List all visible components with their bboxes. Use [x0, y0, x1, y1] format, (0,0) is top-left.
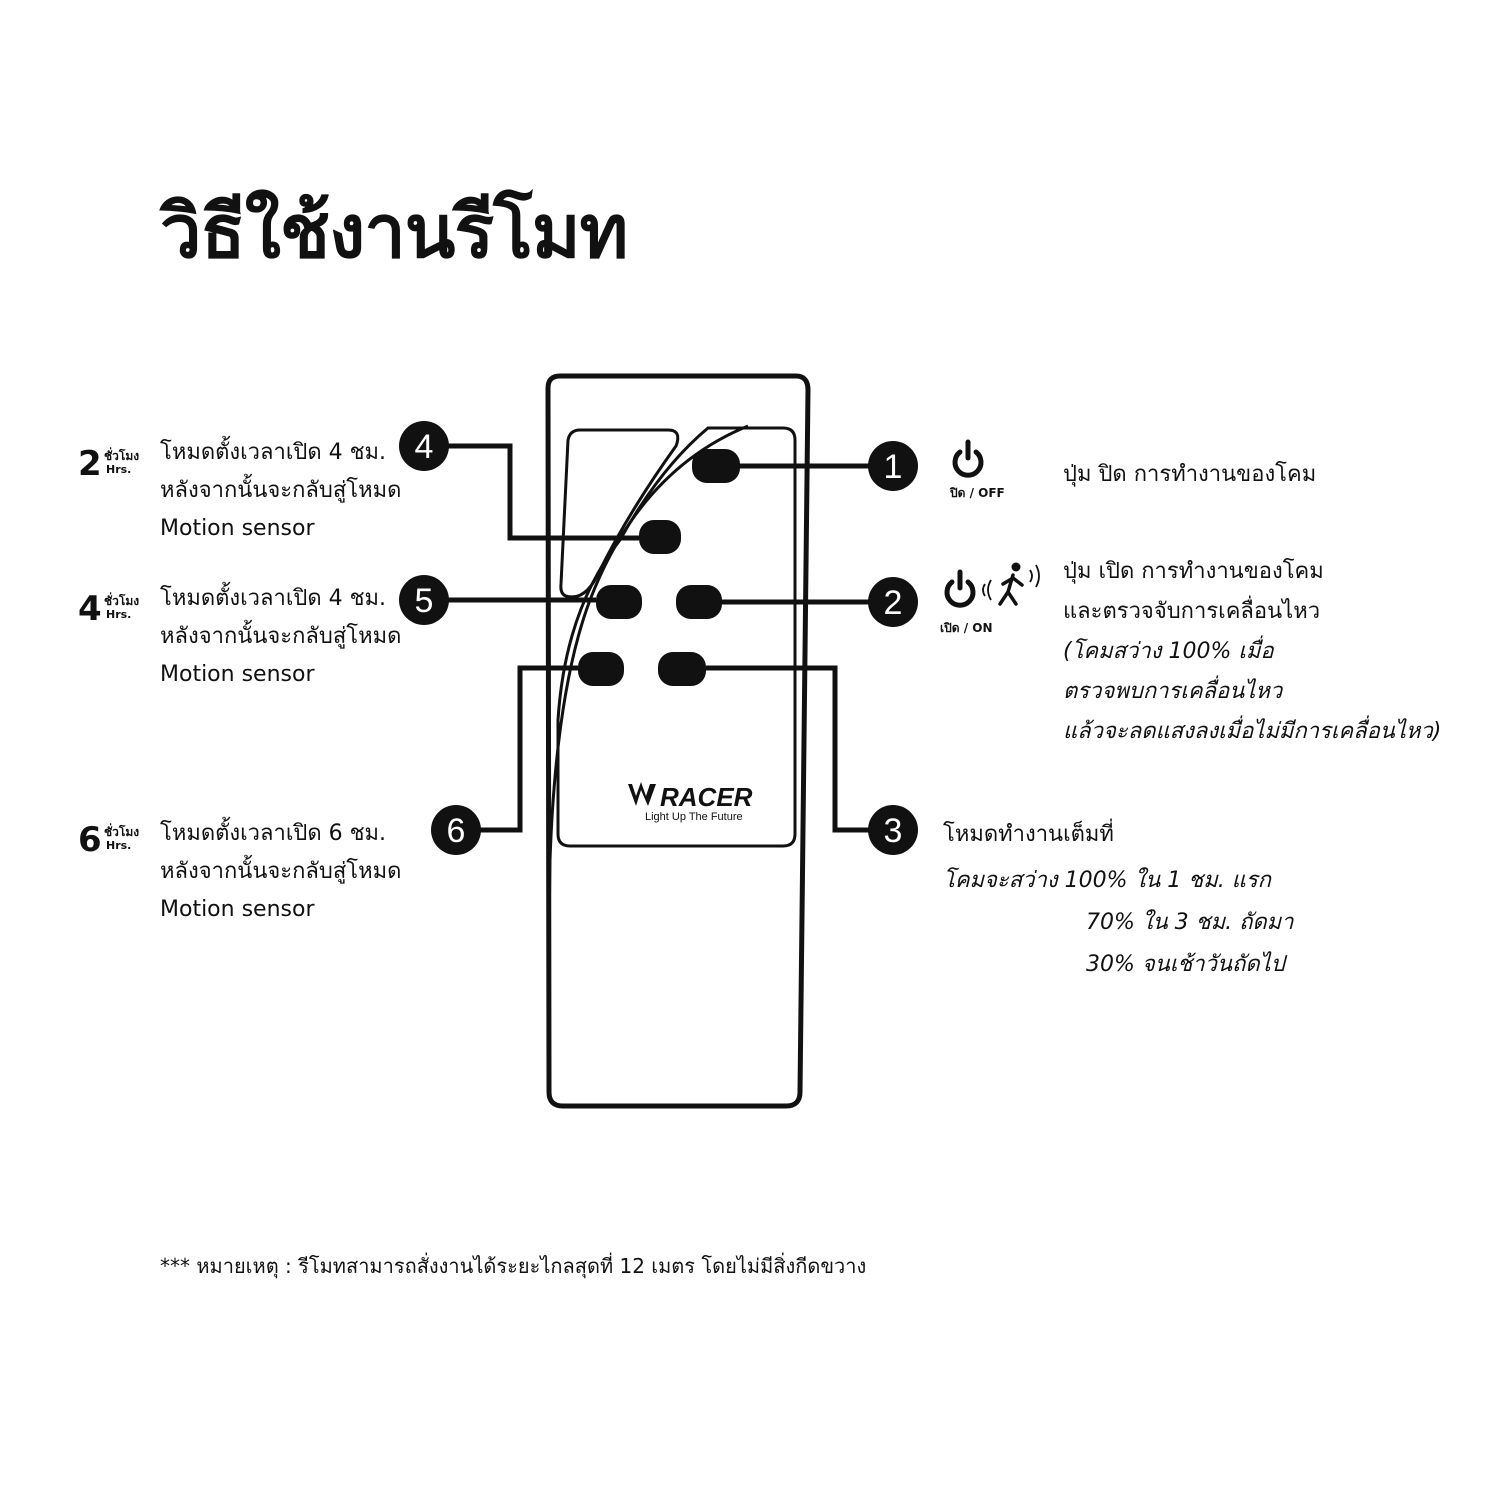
remote-outline: [545, 373, 811, 1109]
hours-en: Hrs.: [106, 839, 132, 852]
hours-en: Hrs.: [106, 463, 132, 476]
description-line: ปุ่ม ปิด การทำงานของโคม: [1063, 462, 1317, 487]
hours-th: ชั่วโมง: [104, 825, 140, 839]
description-line: โหมดตั้งเวลาเปิด 4 ชม.: [160, 586, 387, 611]
remote-window: [559, 428, 680, 599]
remote-button-2: [676, 585, 722, 619]
badge-2-label: 2: [884, 584, 903, 622]
remote-button-1: [692, 449, 740, 483]
description-line: โหมดตั้งเวลาเปิด 4 ชม.: [160, 440, 387, 465]
callout-3-line-2: 70% ใน 3 ชม. ถัดมา: [1086, 910, 1294, 935]
badge-5: 5: [399, 575, 449, 625]
badge-6: 6: [431, 805, 481, 855]
brand-tagline: Light Up The Future: [645, 811, 743, 823]
description-line: แล้วจะลดแสงลงเมื่อไม่มีการเคลื่อนไหว): [1063, 719, 1442, 744]
page-title: วิธีใช้งานรีโมท: [160, 189, 628, 275]
callout-5-description: โหมดตั้งเวลาเปิด 4 ชม. หลังจากนั้นจะกลับ…: [160, 580, 401, 694]
connector-lines: [425, 443, 890, 833]
racer-logo: RACER Light Up The Future: [628, 782, 753, 823]
description-line: หลังจากนั้นจะกลับสู่โหมด: [160, 859, 402, 884]
callout-3-line-3: 30% จนเช้าวันถัดไป: [1086, 952, 1285, 977]
callout-3-line-1: โคมจะสว่าง 100% ใน 1 ชม. แรก: [943, 868, 1272, 893]
hours-number: 2: [78, 444, 102, 484]
description-line: ปุ่ม เปิด การทำงานของโคม: [1063, 559, 1324, 584]
description-line: และตรวจจับการเคลื่อนไหว: [1063, 599, 1321, 624]
power-motion-icon: [944, 562, 1040, 608]
hours-badge-2: 2 ชั่วโมง Hrs.: [78, 447, 158, 497]
remote-button-5: [596, 585, 642, 619]
hours-number: 6: [78, 820, 102, 860]
hours-number: 4: [78, 589, 102, 629]
hours-badge-4: 4 ชั่วโมง Hrs.: [78, 592, 158, 642]
callout-2-description: ปุ่ม เปิด การทำงานของโคม และตรวจจับการเค…: [1063, 552, 1441, 752]
badge-1-label: 1: [884, 448, 903, 486]
remote-button-3: [658, 652, 706, 686]
connector-3: [706, 665, 890, 833]
off-caption: ปิด / OFF: [950, 486, 1005, 500]
connector-4: [425, 443, 639, 541]
description-line: หลังจากนั้นจะกลับสู่โหมด: [160, 478, 402, 503]
power-icon: [952, 439, 984, 478]
remote-swoosh: [546, 424, 749, 1001]
footnote: *** หมายเหตุ : รีโมทสามารถสั่งงานได้ระยะ…: [160, 1254, 867, 1278]
hours-en: Hrs.: [106, 608, 132, 621]
remote-button-6: [578, 652, 624, 686]
description-line: (โคมสว่าง 100% เมื่อ: [1063, 639, 1274, 664]
badge-4: 4: [399, 421, 449, 471]
connector-6: [456, 665, 578, 833]
badge-3: 3: [868, 805, 918, 855]
badge-5-label: 5: [415, 582, 434, 620]
hours-th: ชั่วโมง: [104, 594, 140, 608]
remote-button-4: [639, 520, 681, 554]
badge-1: 1: [868, 441, 918, 491]
description-line: โหมดตั้งเวลาเปิด 6 ชม.: [160, 821, 387, 846]
racer-logo-mark: [628, 782, 656, 806]
callout-6-description: โหมดตั้งเวลาเปิด 6 ชม. หลังจากนั้นจะกลับ…: [160, 815, 401, 929]
on-caption: เปิด / ON: [940, 621, 993, 635]
description-line: Motion sensor: [160, 662, 315, 687]
hours-badge-6: 6 ชั่วโมง Hrs.: [78, 823, 158, 873]
description-line: หลังจากนั้นจะกลับสู่โหมด: [160, 624, 402, 649]
badge-3-label: 3: [884, 812, 903, 850]
hours-th: ชั่วโมง: [104, 449, 140, 463]
description-line: Motion sensor: [160, 897, 315, 922]
description-line: ตรวจพบการเคลื่อนไหว: [1063, 679, 1283, 704]
description-line: Motion sensor: [160, 516, 315, 541]
brand-name: RACER: [660, 782, 753, 812]
walking-person-icon: [998, 562, 1024, 606]
callout-4-description: โหมดตั้งเวลาเปิด 4 ชม. หลังจากนั้นจะกลับ…: [160, 434, 401, 548]
callout-3-heading: โหมดทำงานเต็มที่: [943, 822, 1114, 847]
badge-2: 2: [868, 577, 918, 627]
callout-1-description: ปุ่ม ปิด การทำงานของโคม: [1063, 455, 1316, 495]
badge-4-label: 4: [415, 428, 434, 466]
badge-6-label: 6: [447, 812, 466, 850]
